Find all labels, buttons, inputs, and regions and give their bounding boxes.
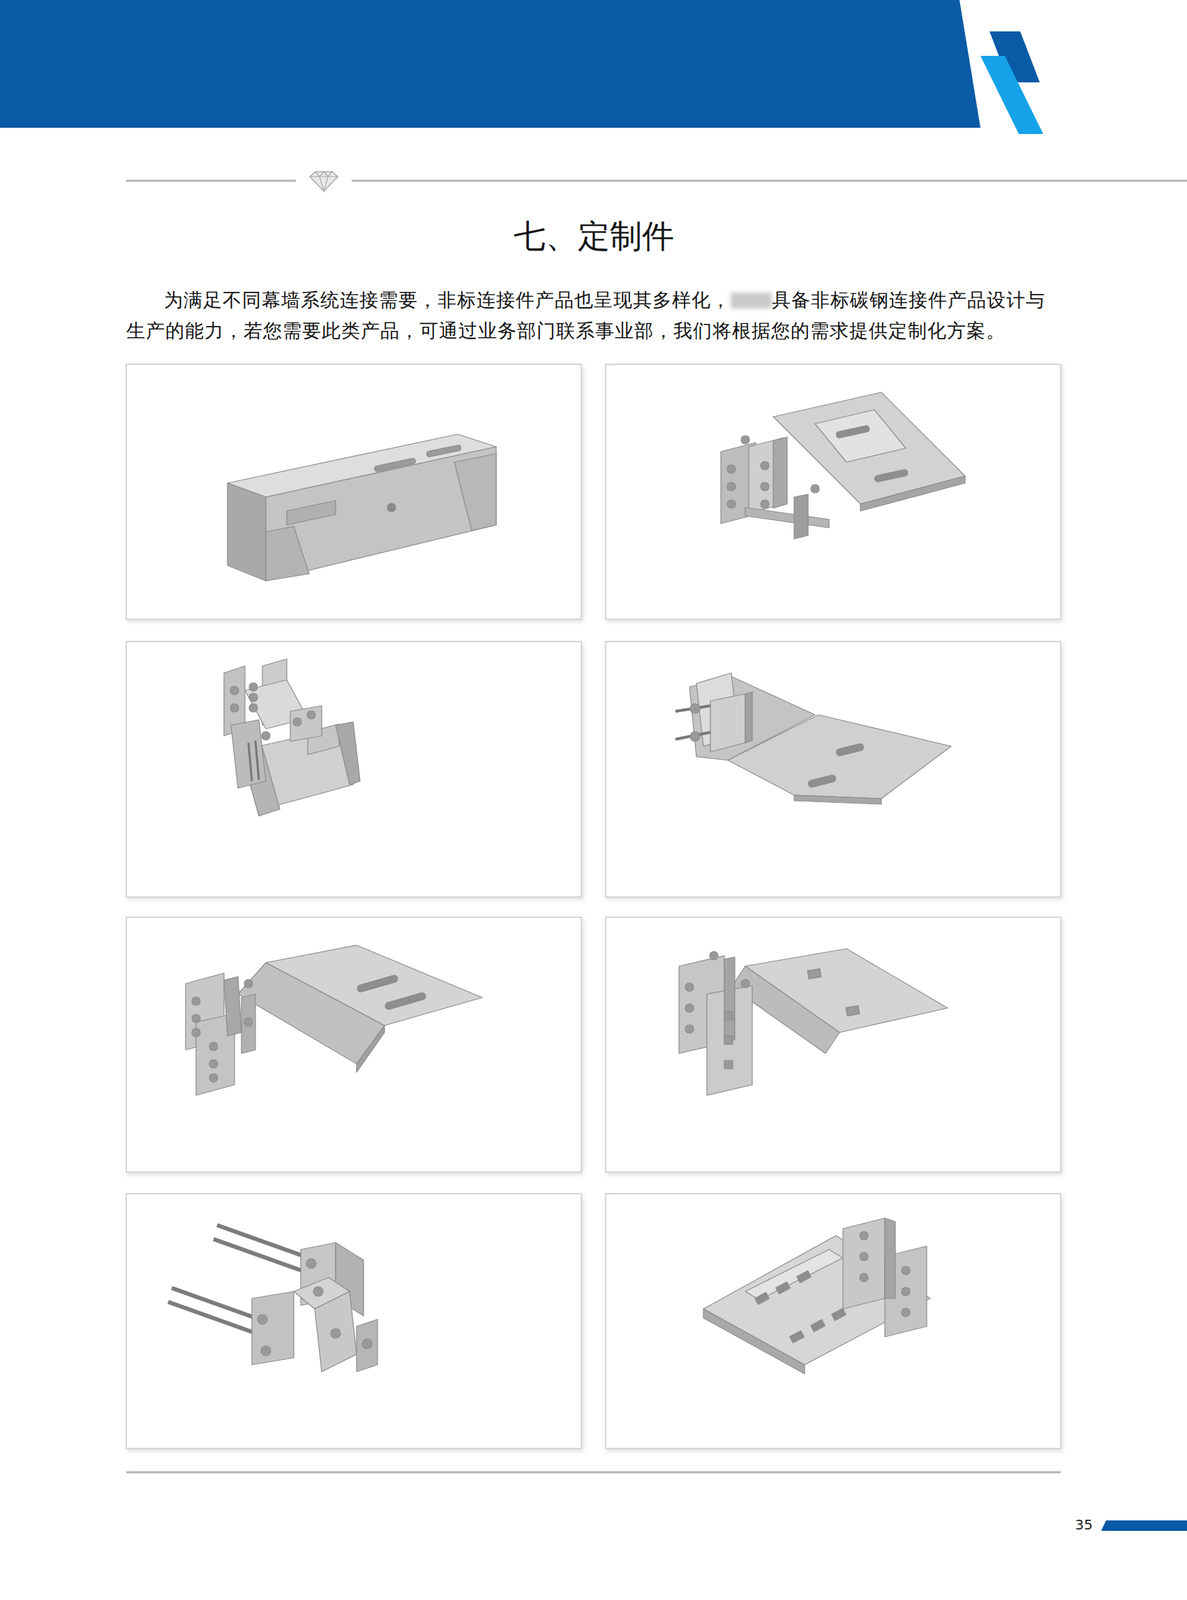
title-area: 七、定制件: [0, 214, 1187, 257]
divider: [126, 1471, 1061, 1474]
page-title: 七、定制件: [513, 214, 675, 257]
blurred-mark: [730, 292, 772, 309]
bracket-illustration: [224, 658, 361, 816]
page-tab: [1101, 1519, 1187, 1531]
body-text: 为满足不同幕墙系统连接需要，非标连接件产品也呈现其多样化，: [163, 288, 731, 311]
bracket-illustration: [678, 948, 948, 1095]
divider: [351, 180, 1187, 183]
bracket-illustration: [168, 1224, 378, 1372]
bracket-illustration: [720, 392, 966, 539]
page-number-area: 35: [1046, 1514, 1093, 1534]
bracket-illustration: [703, 1217, 931, 1374]
bracket-illustration: [675, 672, 952, 804]
intro-paragraph: 为满足不同幕墙系统连接需要，非标连接件产品也呈现其多样化，具备非标碳钢连接件产品…: [126, 284, 1063, 347]
divider: [126, 180, 296, 183]
product-panels: [126, 364, 1061, 1448]
bracket-illustration: [185, 944, 483, 1095]
bracket-illustration: [227, 434, 497, 581]
header-band: [0, 0, 981, 128]
page-number: 35: [1075, 1515, 1093, 1533]
header-accent: [980, 55, 1044, 134]
diamond-icon: [309, 171, 338, 192]
